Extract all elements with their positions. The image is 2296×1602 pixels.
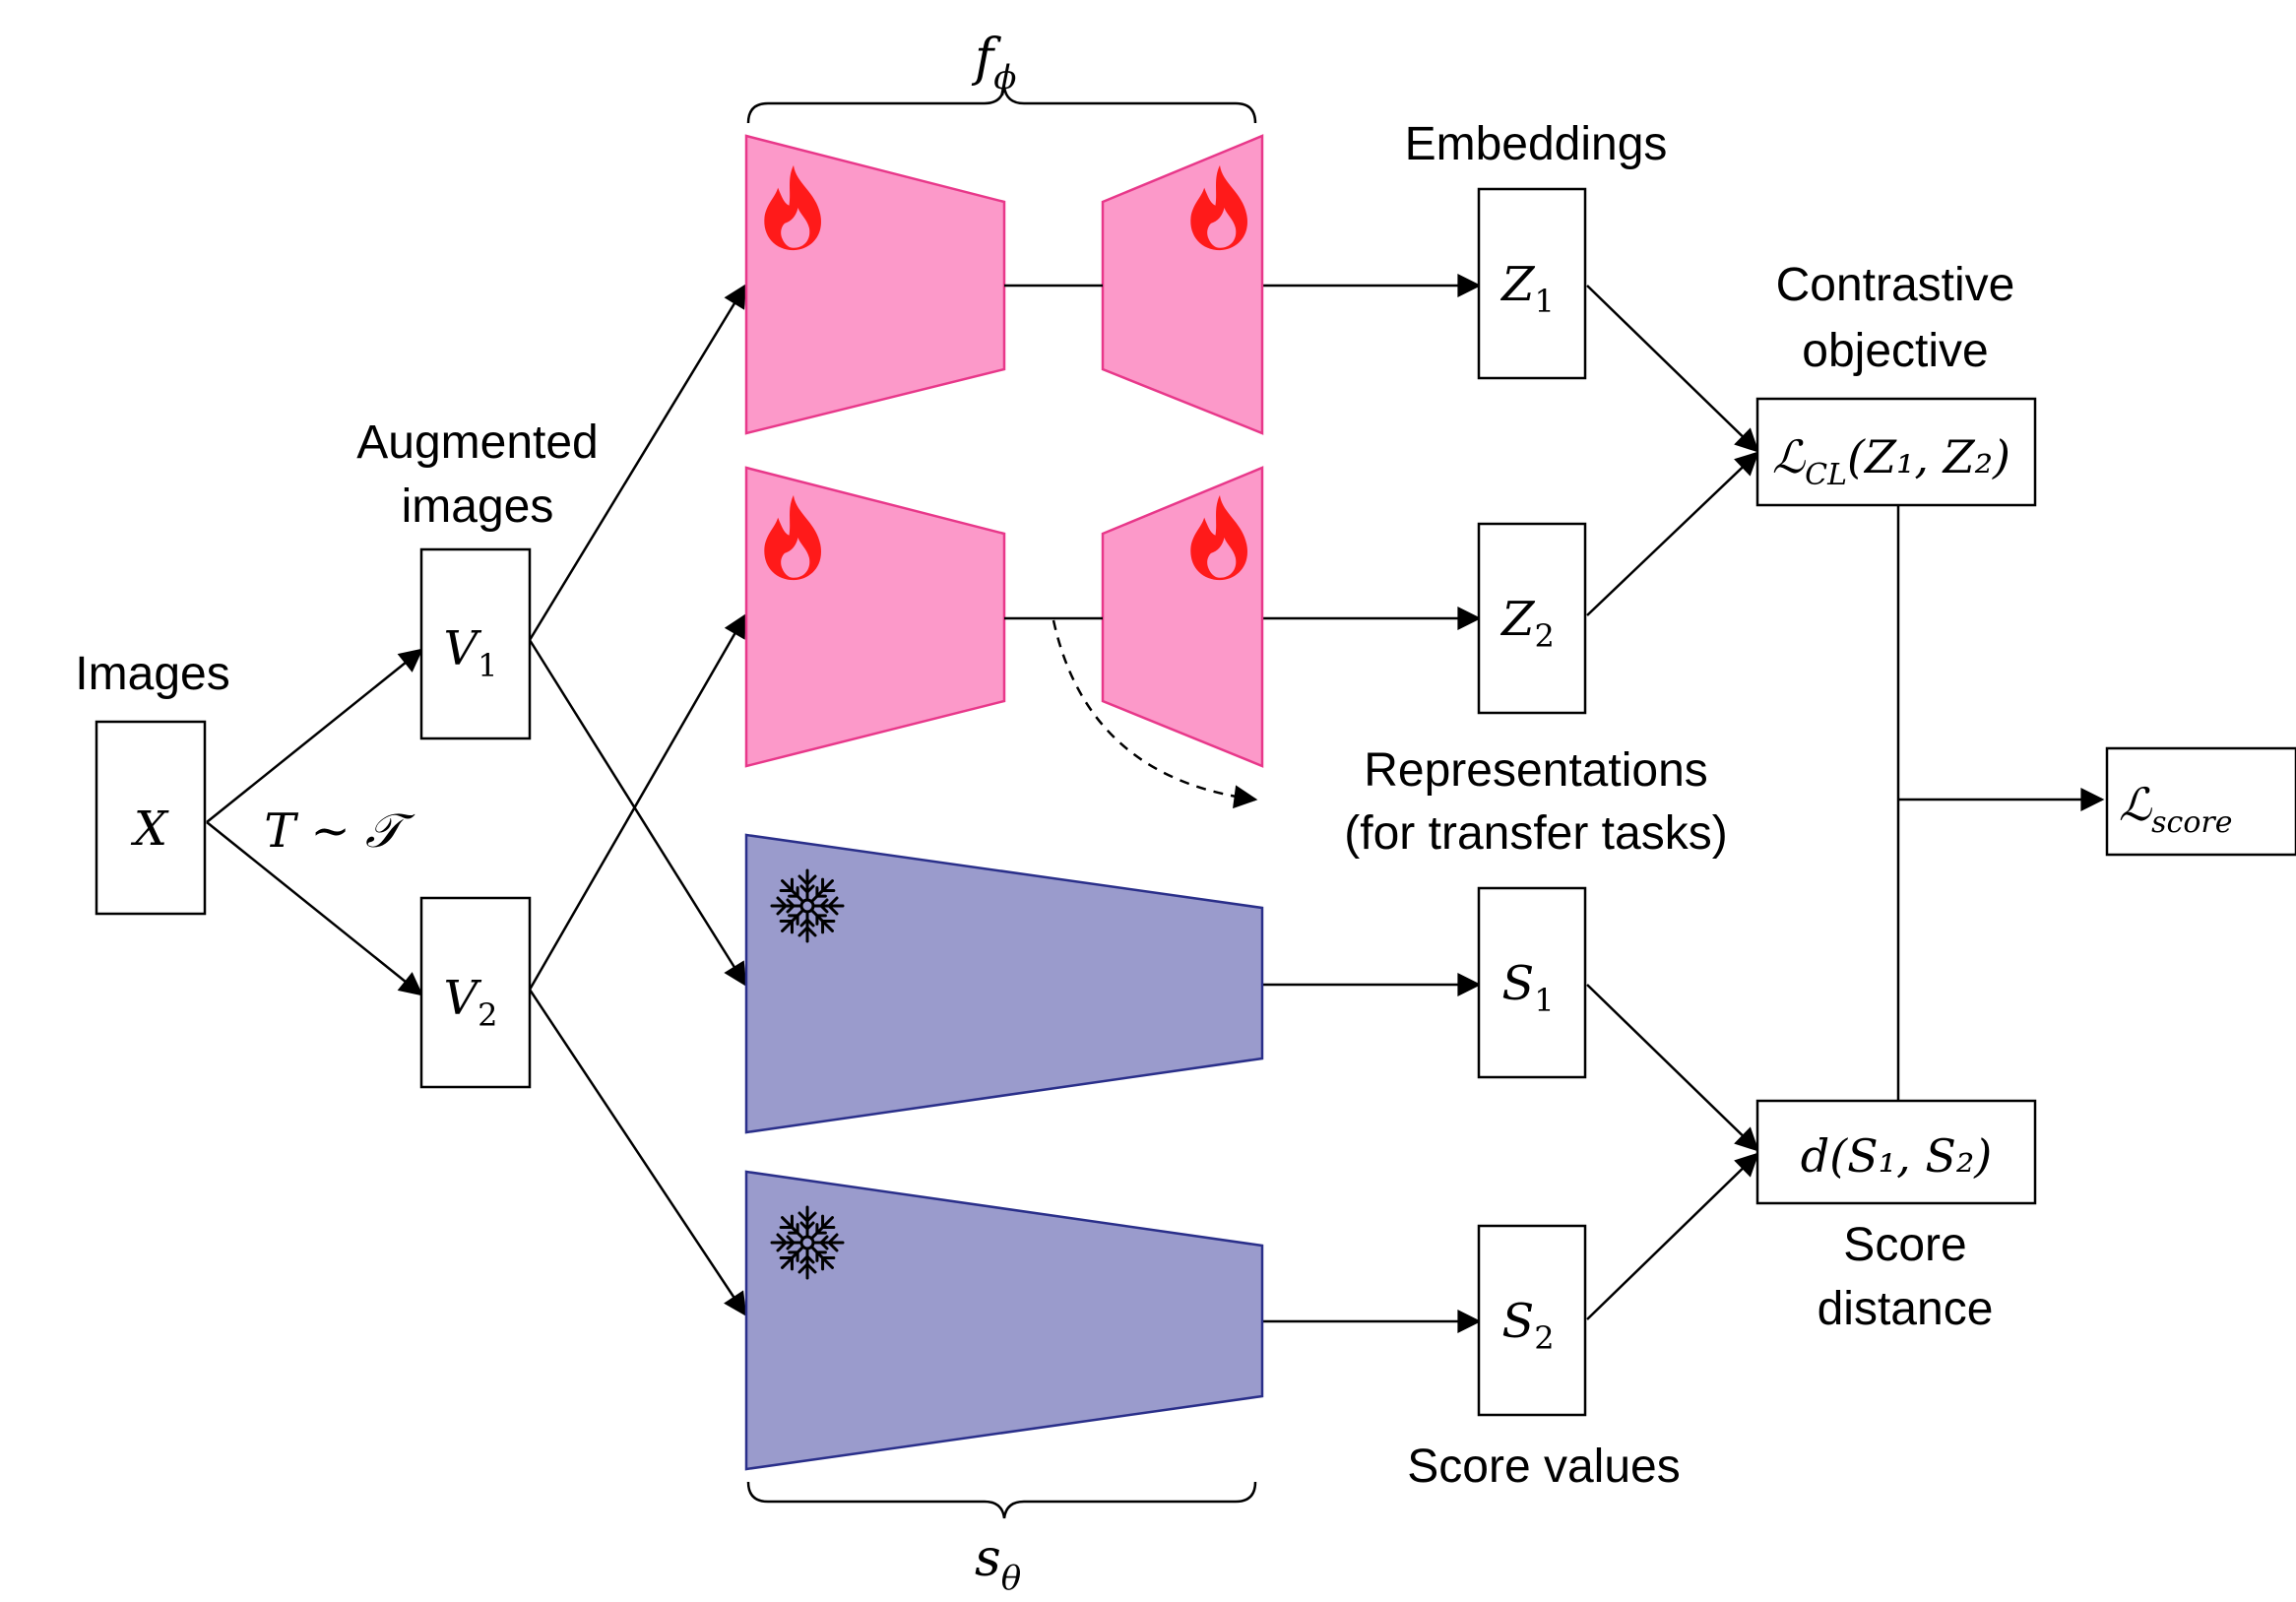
score-values-label: Score values (1407, 1441, 1680, 1493)
edge-s1-dist (1586, 984, 1759, 1152)
contrastive-loss-text: ℒCL(Z₁, Z₂) (1772, 430, 2010, 492)
edge-v1-score1 (528, 639, 747, 988)
encoder-row-2 (744, 466, 1264, 768)
score-loss-box: ℒscore (2105, 746, 2296, 857)
images-label: Images (75, 648, 229, 700)
score-distance-text: d(S₁, S₂) (1801, 1129, 1993, 1183)
score-distance-line2: distance (1818, 1283, 1994, 1335)
edge-v2-score2 (528, 989, 747, 1316)
edge-v2-encoder2 (528, 612, 747, 991)
score-network-1 (744, 833, 1264, 1134)
encoder-left-2 (744, 466, 1006, 768)
node-s1: S1 (1477, 886, 1587, 1079)
node-s2: S2 (1477, 1224, 1587, 1417)
edge-s2-dist (1586, 1152, 1759, 1320)
contrastive-loss-box: ℒCL(Z₁, Z₂) (1755, 397, 2037, 507)
representations-label-line1: Representations (1364, 744, 1708, 797)
edge-z1-lcl (1586, 285, 1759, 453)
embeddings-label: Embeddings (1405, 118, 1668, 170)
transform-label: T ~ 𝒯 (264, 803, 415, 859)
encoder-left-1 (744, 134, 1006, 435)
score-distance-box: d(S₁, S₂) (1755, 1099, 2037, 1205)
score-trapezoid-1 (744, 833, 1264, 1134)
node-v1-text: V1 (443, 621, 497, 684)
node-z1: Z1 (1477, 187, 1587, 380)
score-network-2 (744, 1170, 1264, 1471)
node-x-text: X (130, 801, 169, 857)
node-z1-text: Z1 (1499, 257, 1555, 320)
score-distance-line1: Score (1843, 1219, 1966, 1271)
edge-x-v2 (206, 821, 423, 996)
augmented-images-label-line1: Augmented (356, 417, 599, 469)
edge-v1-encoder1 (528, 283, 747, 641)
node-v2: V2 (419, 896, 532, 1089)
s-theta-label: sθ (975, 1529, 1021, 1598)
edge-x-v1 (206, 648, 423, 823)
contrastive-objective-line2: objective (1802, 325, 1988, 377)
f-phi-label: fϕ (971, 29, 1016, 97)
encoder-right-1 (1101, 134, 1264, 435)
edges (206, 274, 2105, 1333)
node-s2-text: S2 (1501, 1294, 1554, 1357)
s-theta-brace (746, 1481, 1257, 1519)
node-x: X (95, 720, 207, 916)
representations-label-line2: (for transfer tasks) (1344, 807, 1727, 860)
node-s1-text: S1 (1501, 956, 1554, 1019)
encoder-right-2 (1101, 466, 1264, 768)
contrastive-objective-line1: Contrastive (1776, 259, 2015, 311)
f-phi-brace (746, 86, 1257, 124)
node-z2: Z2 (1477, 522, 1587, 715)
augmented-images-label-line2: images (402, 481, 554, 533)
score-loss-text: ℒscore (2119, 778, 2233, 840)
node-v2-text: V2 (443, 971, 497, 1034)
score-trapezoid-2 (744, 1170, 1264, 1471)
edge-representations (1052, 619, 1258, 809)
edge-z2-lcl (1586, 451, 1759, 616)
node-v1: V1 (419, 547, 532, 740)
node-z2-text: Z2 (1499, 592, 1555, 655)
encoder-row-1 (744, 134, 1264, 435)
